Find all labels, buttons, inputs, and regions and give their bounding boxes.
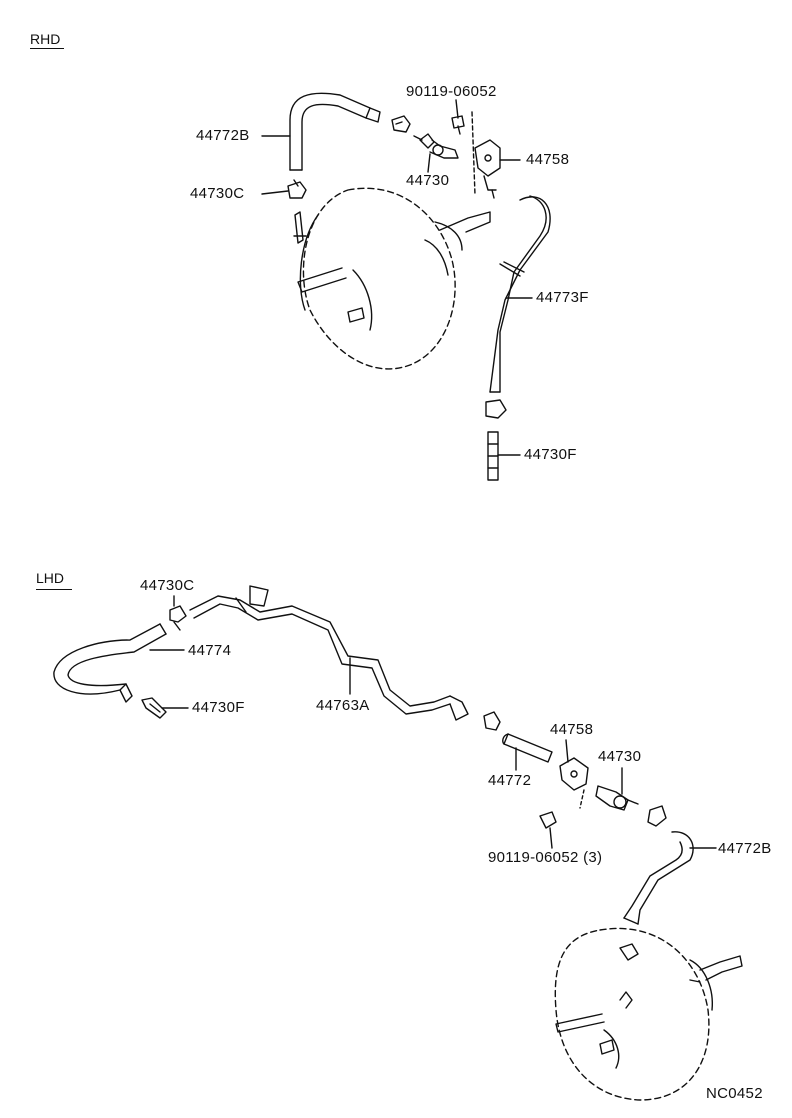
part-label-rhd-hose-b: 44772B: [196, 127, 250, 144]
clip-rhd-a: [391, 115, 411, 133]
part-label-lhd-tube: 44763A: [316, 697, 370, 714]
section-underline-rhd: [30, 48, 64, 49]
section-label-lhd: LHD: [36, 570, 65, 586]
part-label-rhd-check-valve: 44730: [406, 172, 450, 189]
part-label-rhd-hose-f: 44773F: [536, 289, 589, 306]
part-label-rhd-clamp-bolt: 90119-06052: [406, 83, 497, 100]
part-label-lhd-hose: 44774: [188, 642, 232, 659]
part-label-lhd-union-f: 44730F: [192, 699, 245, 716]
union-44730f-lhd: [141, 697, 167, 719]
brake-booster-rhd: [293, 187, 491, 370]
clip-lhd-a: [483, 711, 501, 731]
part-label-rhd-union-f: 44730F: [524, 446, 577, 463]
part-label-lhd-union-c: 44730C: [140, 577, 195, 594]
bracket-44758-rhd: [474, 139, 501, 199]
hose-44772b-lhd: [623, 831, 694, 925]
union-44730f-rhd: [485, 399, 507, 481]
clamp-bolt-lhd: [539, 811, 557, 849]
section-label-rhd: RHD: [30, 31, 61, 47]
hose-44772b-rhd: [289, 92, 381, 171]
bracket-44758-lhd: [559, 757, 589, 809]
clamp-bolt-rhd: [451, 115, 465, 135]
part-label-rhd-union-c: 44730C: [190, 185, 245, 202]
part-label-lhd-hose-b: 44772B: [718, 840, 772, 857]
union-44730c-lhd: [169, 605, 187, 631]
hose-44773f-rhd: [489, 195, 551, 393]
hose-44774-lhd: [53, 623, 167, 703]
clip-lhd-b: [647, 805, 667, 827]
union-44730c-rhd: [287, 179, 307, 199]
check-valve-44730-lhd: [595, 785, 639, 811]
part-label-lhd-bracket: 44758: [550, 721, 594, 738]
hose-44772-lhd: [502, 733, 553, 763]
section-underline-lhd: [36, 589, 72, 590]
part-label-lhd-clamp-bolt: 90119-06052 (3): [488, 849, 603, 866]
check-valve-44730-rhd: [413, 133, 459, 159]
drawing-code: NC0452: [706, 1085, 763, 1102]
brake-booster-lhd: [554, 927, 743, 1101]
part-label-rhd-bracket: 44758: [526, 151, 570, 168]
tube-44763a-lhd: [189, 585, 469, 721]
part-label-lhd-check-valve: 44730: [598, 748, 642, 765]
part-label-lhd-hose-short: 44772: [488, 772, 532, 789]
